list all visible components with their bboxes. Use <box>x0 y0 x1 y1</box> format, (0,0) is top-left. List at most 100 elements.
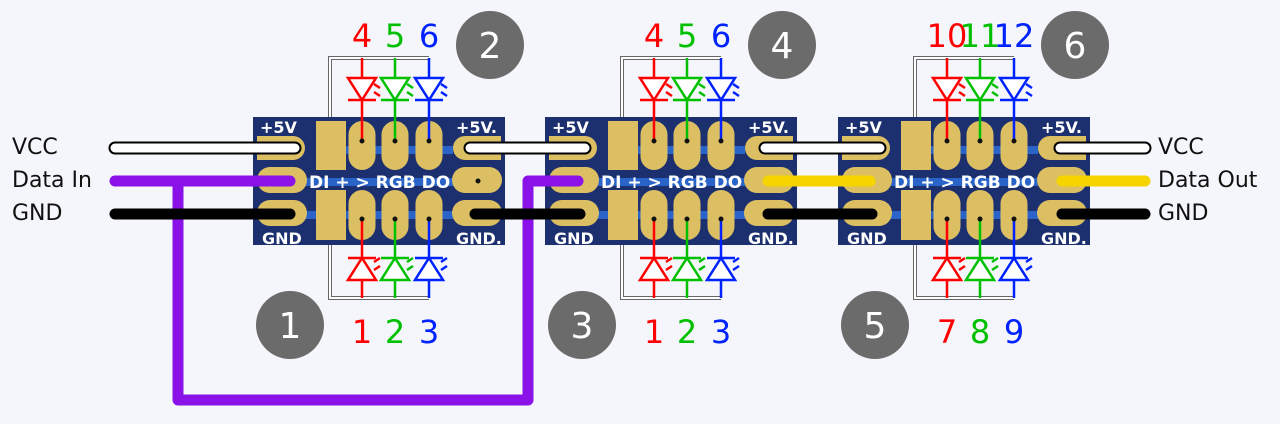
pad-dot <box>359 216 365 222</box>
led-icon <box>963 255 997 282</box>
pad-plus-top <box>316 121 346 170</box>
label-5v-right: +5V. <box>748 118 789 137</box>
led-rays <box>440 82 448 98</box>
gnd-out-label: GND <box>1158 201 1209 226</box>
led-icon <box>637 255 671 282</box>
label-gnd-right: GND. <box>748 229 794 248</box>
pad-channel-bottom <box>707 190 735 240</box>
label-5v-left: +5V <box>552 118 590 137</box>
label-pinout: DI + > RGB DO <box>894 173 1035 193</box>
label-gnd-right: GND. <box>1041 229 1087 248</box>
channel-number-bottom: 2 <box>385 313 405 351</box>
led-rays <box>440 256 448 272</box>
label-pinout: DI + > RGB DO <box>309 173 450 193</box>
channel-number-top: 6 <box>419 17 439 55</box>
led-icon <box>412 255 446 282</box>
pad-dot <box>718 138 724 144</box>
label-gnd-left: GND <box>262 229 302 248</box>
channel-number-top: 10 <box>927 17 968 55</box>
pad-channel-bottom <box>640 190 668 240</box>
gnd-in-label: GND <box>12 201 63 226</box>
channel-number-top: 4 <box>352 17 372 55</box>
led-rays <box>698 256 706 272</box>
data-in-label: Data In <box>12 168 92 193</box>
pad-dot <box>977 216 983 222</box>
led-rays <box>698 82 706 98</box>
led-rays <box>958 256 966 272</box>
pad-channel-bottom <box>673 190 701 240</box>
led-icon <box>670 255 704 282</box>
led-icon <box>997 76 1031 103</box>
channel-number-bottom: 2 <box>677 313 697 351</box>
pad-dot <box>977 138 983 144</box>
led-icon <box>930 255 964 282</box>
badge-top <box>456 11 524 79</box>
channel-number-top: 12 <box>994 17 1035 55</box>
data-out-label: Data Out <box>1158 168 1258 193</box>
pad-dot <box>944 216 950 222</box>
channel-number-bottom: 3 <box>711 313 731 351</box>
vcc-out-label: VCC <box>1158 135 1204 160</box>
badge-top-number: 2 <box>479 26 502 67</box>
channel-number-top: 5 <box>677 17 697 55</box>
pad-plus-bottom <box>608 190 638 240</box>
channel-number-bottom: 3 <box>419 313 439 351</box>
pad-dot <box>1011 138 1017 144</box>
badge-bottom <box>548 291 616 359</box>
led-rays <box>732 82 740 98</box>
pad-channel-bottom <box>415 190 443 240</box>
pad-channel-top <box>673 121 701 170</box>
led-icon <box>345 76 379 103</box>
label-5v-left: +5V <box>260 118 298 137</box>
pad-dot <box>426 216 432 222</box>
led-rays <box>1025 82 1033 98</box>
channel-number-bottom: 7 <box>937 313 957 351</box>
channel-number-top: 11 <box>960 17 1001 55</box>
pad-channel-top <box>640 121 668 170</box>
data-in-loop-wire <box>172 181 534 406</box>
badge-bottom <box>256 291 324 359</box>
pad-dot <box>684 138 690 144</box>
label-5v-left: +5V <box>845 118 883 137</box>
badge-top <box>748 11 816 79</box>
led-rays <box>958 82 966 98</box>
label-5v-right: +5V. <box>1041 118 1082 137</box>
channel-number-bottom: 1 <box>644 313 664 351</box>
pad-channel-top <box>381 121 409 170</box>
led-rays <box>406 256 414 272</box>
led-rays <box>373 82 381 98</box>
led-icon <box>637 76 671 103</box>
badge-bottom-number: 3 <box>571 306 594 347</box>
badge-top-number: 6 <box>1064 26 1087 67</box>
pad-dot <box>944 138 950 144</box>
pad-channel-top <box>707 121 735 170</box>
pad-channel-top <box>415 121 443 170</box>
pad-dot <box>392 216 398 222</box>
badge-bottom-number: 1 <box>279 306 302 347</box>
label-5v-right: +5V. <box>456 118 497 137</box>
led-icon <box>704 255 738 282</box>
led-board-3 <box>838 11 1109 359</box>
led-icon <box>412 76 446 103</box>
channel-number-bottom: 9 <box>1004 313 1024 351</box>
led-icon <box>930 76 964 103</box>
led-rays <box>665 82 673 98</box>
pad-dot <box>718 216 724 222</box>
led-icon <box>704 76 738 103</box>
via <box>475 178 481 184</box>
pad-dot <box>684 216 690 222</box>
pad-dot <box>359 138 365 144</box>
channel-number-bottom: 1 <box>352 313 372 351</box>
pad-channel-top <box>1000 121 1028 170</box>
pad-plus-top <box>608 121 638 170</box>
badge-bottom <box>841 291 909 359</box>
pad-plus-bottom <box>316 190 346 240</box>
channel-number-bottom: 8 <box>970 313 990 351</box>
label-pinout: DI + > RGB DO <box>601 173 742 193</box>
led-icon <box>997 255 1031 282</box>
led-rays <box>732 256 740 272</box>
led-rays <box>991 256 999 272</box>
led-icon <box>963 76 997 103</box>
label-gnd-left: GND <box>847 229 887 248</box>
